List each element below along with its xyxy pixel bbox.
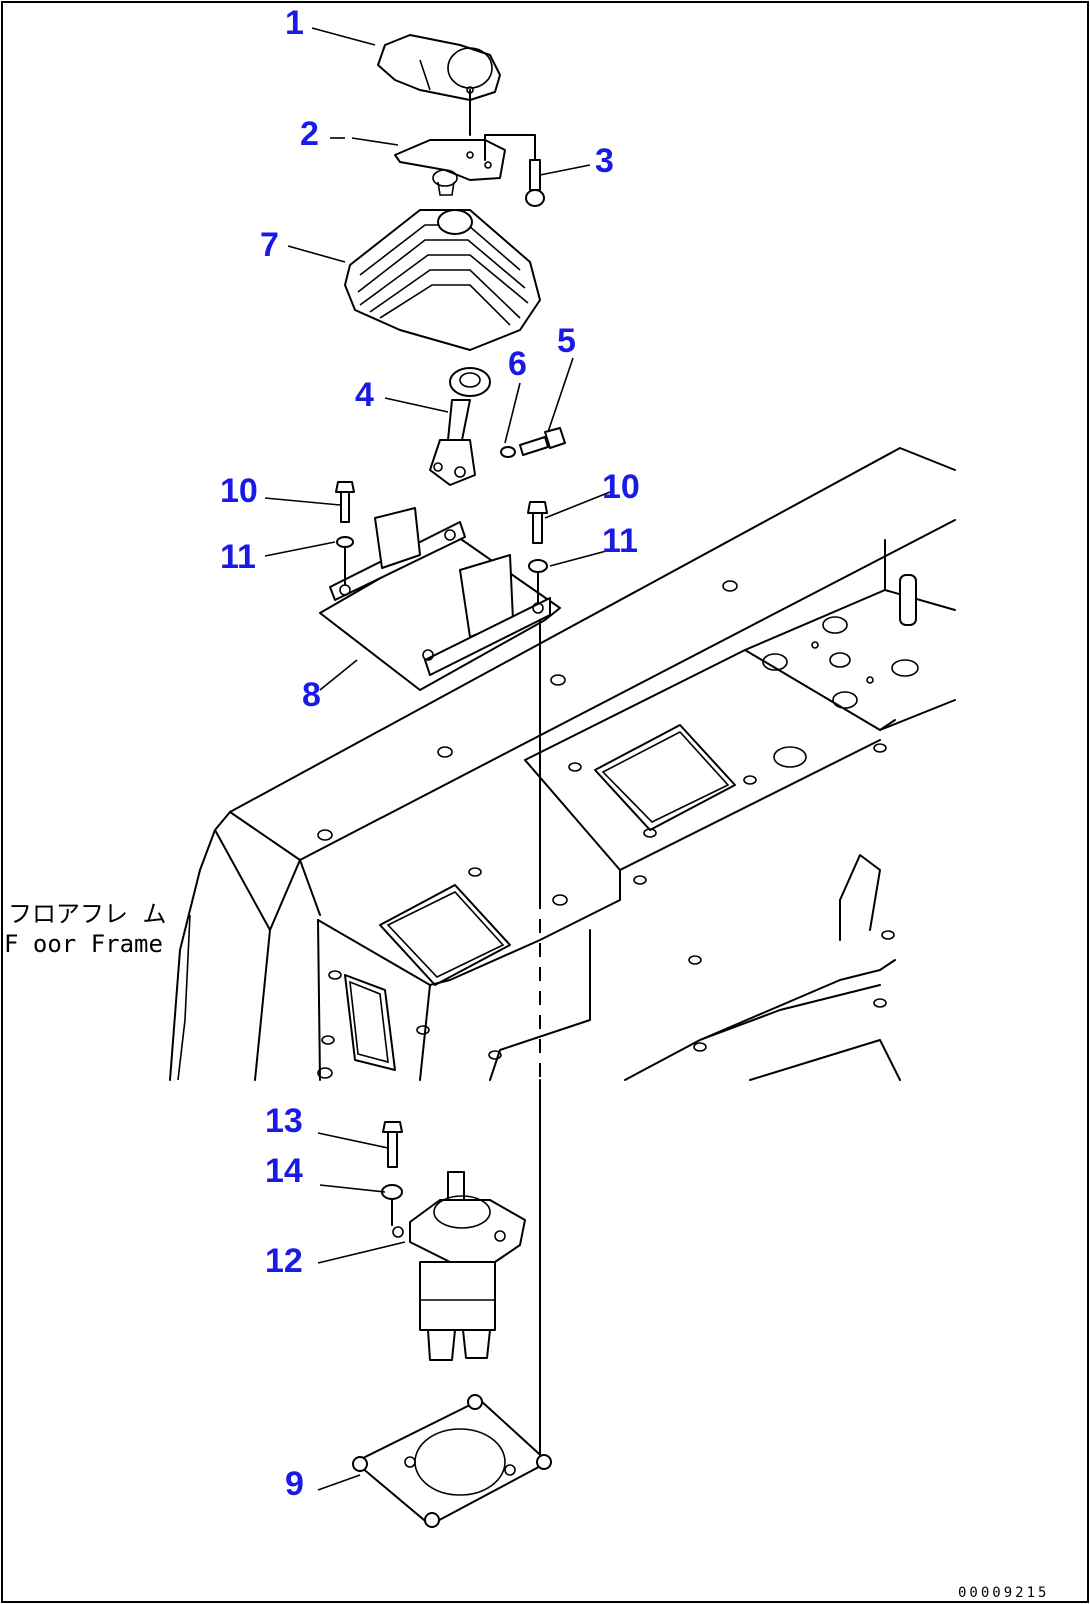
part-lever xyxy=(429,367,491,486)
part-grip-bracket xyxy=(394,139,506,196)
callout-12[interactable]: 12 xyxy=(265,1242,303,1280)
frame-stud xyxy=(899,574,917,626)
callout-1[interactable]: 1 xyxy=(285,4,304,42)
leader-lines xyxy=(177,27,611,1491)
callout-9[interactable]: 9 xyxy=(285,1465,304,1503)
callout-3[interactable]: 3 xyxy=(595,142,614,180)
callout-6[interactable]: 6 xyxy=(508,345,527,383)
callout-7[interactable]: 7 xyxy=(260,226,279,264)
callout-5[interactable]: 5 xyxy=(557,322,576,360)
part-washer-and-bolt xyxy=(500,427,566,458)
part-base-plate xyxy=(352,1394,552,1528)
floor-frame xyxy=(169,447,956,1081)
part-grip xyxy=(377,34,501,136)
part-mounting-bracket xyxy=(319,507,561,691)
callout-8[interactable]: 8 xyxy=(302,676,321,714)
part-bolt-right xyxy=(527,501,548,605)
callout-14[interactable]: 14 xyxy=(265,1152,303,1190)
part-bolt-left xyxy=(335,481,355,586)
part-rubber-boot xyxy=(344,209,541,351)
callout-13[interactable]: 13 xyxy=(265,1102,303,1140)
callout-11-left[interactable]: 11 xyxy=(220,538,256,576)
callout-11-right[interactable]: 11 xyxy=(602,522,638,560)
part-pilot-valve xyxy=(381,1121,526,1361)
frame-label-english: F oor Frame xyxy=(4,930,163,958)
callout-4[interactable]: 4 xyxy=(355,376,374,414)
callout-10-right[interactable]: 10 xyxy=(602,468,640,506)
drawing-code: 00009215 xyxy=(958,1585,1049,1601)
callout-2[interactable]: 2 xyxy=(300,115,319,153)
callout-10-left[interactable]: 10 xyxy=(220,472,258,510)
frame-label-japanese: フロアフレ ム xyxy=(8,900,166,928)
